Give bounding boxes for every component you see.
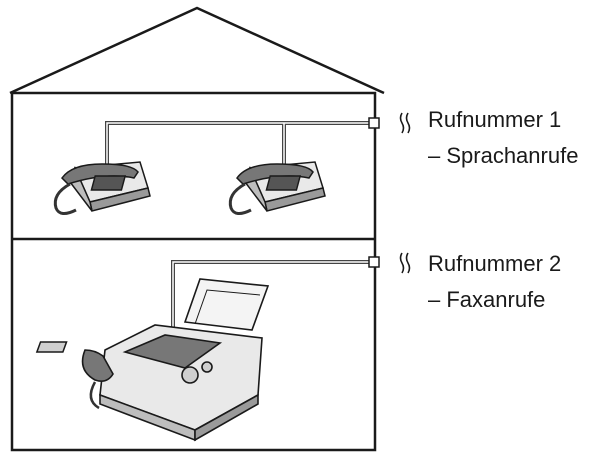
line2-call-type-label: – Faxanrufe xyxy=(428,287,546,312)
house-walls xyxy=(10,91,377,452)
wall-socket-line2 xyxy=(368,256,380,268)
line1-call-type-label: – Sprachanrufe xyxy=(428,143,579,168)
telephone-right-icon xyxy=(228,161,326,215)
fax-control-panel xyxy=(122,334,223,369)
wavy-line-icon xyxy=(399,112,411,134)
house-roof xyxy=(9,6,385,95)
wavy-line-icon xyxy=(399,252,411,274)
line1-number-label: Rufnummer 1 xyxy=(428,107,562,132)
fax-paper-tray xyxy=(183,278,270,331)
line2-number-label: Rufnummer 2 xyxy=(428,251,562,276)
telephone-left-icon xyxy=(53,161,151,215)
line1-cable-phone-left xyxy=(105,121,375,168)
fax-machine-icon xyxy=(35,278,270,442)
line1-cabling-inner xyxy=(106,122,375,168)
house xyxy=(9,6,385,452)
wall-socket-line1 xyxy=(368,117,380,129)
fax-handset xyxy=(81,349,114,382)
line1-cabling xyxy=(105,121,375,168)
